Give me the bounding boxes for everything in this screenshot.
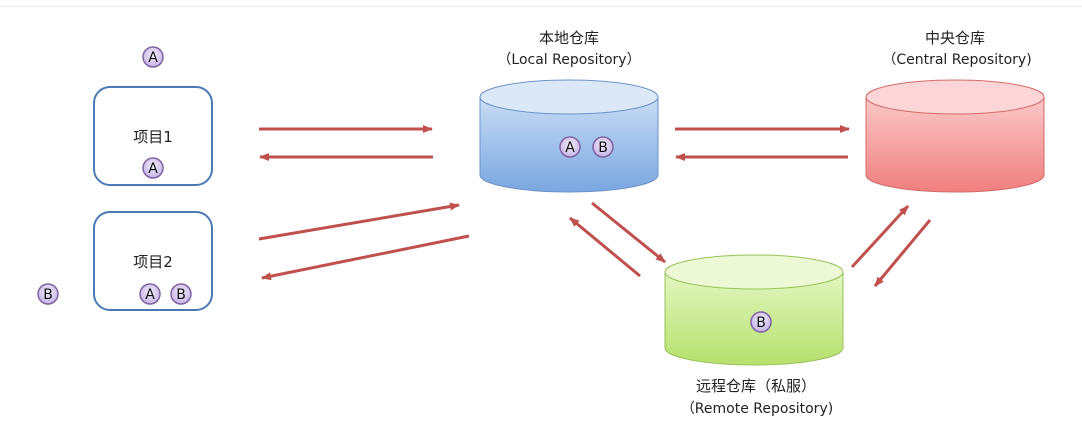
local-repository-cylinder: A B [479,79,659,193]
arrow-central-to-remote [873,219,932,287]
project-2-label: 项目2 [133,253,173,271]
local-repository-title: 本地仓库 [539,29,599,47]
central-repository-title: 中央仓库 [925,29,985,47]
arrow-local-to-remote [591,201,666,264]
remote-repository-title: 远程仓库（私服） [696,377,816,395]
remote-repository-subtitle: （Remote Repository) [681,401,833,417]
project-2-badge-b: B [170,283,192,305]
svg-text:A: A [145,287,155,303]
project-2-badge-a: A [139,283,161,305]
local-repository-subtitle: （Local Repository） [497,52,640,68]
central-repository-cylinder [865,79,1045,193]
top-divider [0,6,1082,7]
remote-repository-cylinder: B [664,254,844,366]
svg-text:B: B [598,140,608,156]
project-1-badge-a: A [142,157,164,179]
svg-text:B: B [756,315,766,331]
svg-text:A: A [148,161,158,177]
arrow-remote-to-local [569,216,641,278]
local-badge-a: A [559,136,581,158]
svg-text:A: A [565,140,575,156]
project-2-box: 项目2 A B [93,211,213,311]
project-1-label: 项目1 [133,128,173,146]
arrow-project2-to-local [258,202,460,241]
central-repository-subtitle: （Central Repository) [882,52,1031,68]
project-1-box: 项目1 A [93,86,213,186]
floating-badge-b: B [37,283,59,305]
svg-text:B: B [43,287,53,303]
local-badge-b: B [592,136,614,158]
arrow-local-to-project2 [261,234,470,281]
svg-text:A: A [148,50,158,66]
svg-text:B: B [176,287,186,303]
floating-badge-a: A [142,46,164,68]
remote-badge-b: B [750,311,772,333]
arrow-remote-to-central [850,204,910,269]
